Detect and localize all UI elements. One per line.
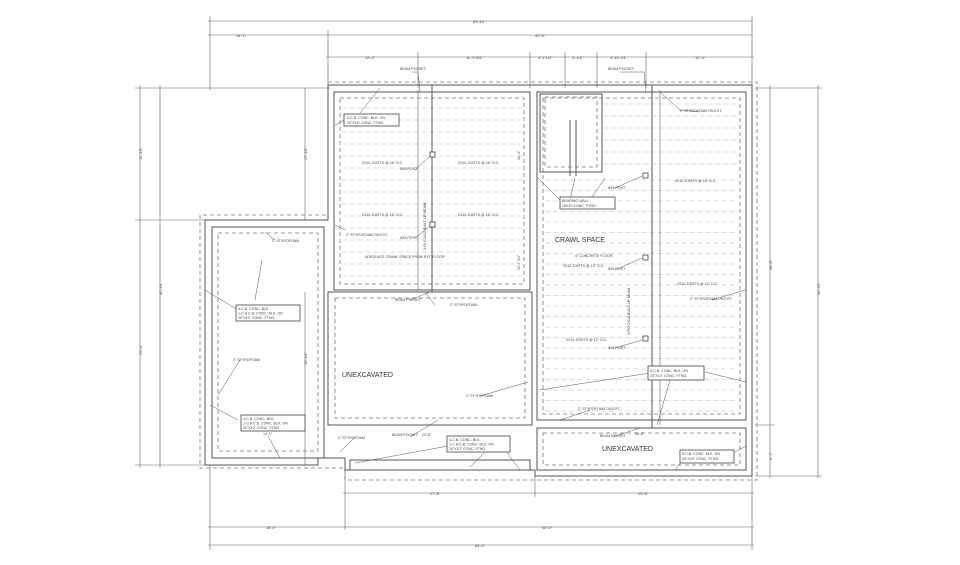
unexcavated-label-right: UNEXCAVATED: [602, 446, 653, 453]
styrofoam-label: 2" STYROFOAM: [338, 436, 365, 440]
note-bearing-line1: BEARING WALL: [562, 199, 589, 203]
dim-bottom-overall: 64'-0": [475, 543, 486, 548]
styrofoam-label: 2" STYROFOAM ON EXT.: [690, 297, 732, 301]
beams: 3-PLY 2X12 BUILT-UP BEAM 3-PLY 2X12 BUIL…: [417, 85, 661, 428]
beam-pocket-label: BEAM POCKET: [400, 67, 427, 71]
crawl-space-label: CRAWL SPACE: [555, 237, 605, 244]
beam-label-left: 3-PLY 2X12 BUILT-UP BEAM: [423, 203, 427, 250]
note-4cb-a-line1: 4-C.B. CONC. BLK.: [238, 307, 270, 311]
concrete-floor-label: 4" CONCRETE FLOOR: [575, 254, 613, 258]
dim-bottom-c: 18'-0": [266, 525, 277, 530]
dim-left-wing: 14'-1": [236, 33, 247, 38]
post-label: 8X8 POST: [400, 236, 418, 240]
note-5cb-b-line2: 20"X10" CONC. FTNG.: [682, 457, 719, 461]
beam-pocket-label: BEAM POCKET: [392, 433, 419, 437]
dim-inner-a: 12'-4": [517, 150, 521, 160]
post-label: 8X8 POST: [608, 346, 626, 350]
styrofoam-label: 2" STYROFOAM: [272, 239, 299, 243]
post-marker: [642, 172, 649, 179]
note-2cb-line2: 10"X18" CONC. FTNG.: [347, 121, 384, 125]
dim-left-inner-a: 17'-10": [303, 147, 308, 160]
styrofoam-label: 2" STYROFOAM: [233, 358, 260, 362]
joist-label: 2X10 JOISTS @ 12" O.C.: [677, 282, 718, 286]
post-label: 8X8 POST: [608, 267, 626, 271]
dim-right-overall: 40'-10": [816, 282, 821, 295]
footing-notes: 2-C.B. CONC. BLK. ON 10"X18" CONC. FTNG.…: [235, 113, 735, 464]
post-marker: [429, 221, 436, 228]
post-label: 8X8 POST: [608, 186, 626, 190]
joist-label: 2X10 JOISTS @ 16" O.C.: [362, 161, 403, 165]
dim-right-lower: 6'-7": [768, 451, 773, 460]
note-5cb-a-line2: 20"X10" CONC. FTNG.: [650, 374, 687, 378]
note-2cb-line1: 2-C.B. CONC. BLK. ON: [347, 116, 385, 120]
styrofoam-label: 2" STYROFOAM ON EXT.: [346, 233, 388, 237]
dim-left-overall: 40'-10": [158, 282, 163, 295]
beam-pocket-label: BEAM POCKET: [600, 434, 627, 438]
note-4cb-c-line3: 20"X10" CONC. FTNG.: [449, 447, 486, 451]
bottom-dimensions: 27'-8" 25'-8" 18'-0" 46'-0" 64'-0": [208, 465, 754, 550]
styrofoam-label: 2" STYROFOAM: [466, 394, 493, 398]
plan-labels: BEAM POCKET BEAM POCKET 2X10 JOISTS @ 16…: [233, 67, 732, 453]
beam-pocket-label: BEAM POCKET: [608, 67, 635, 71]
note-4cb-b-line3: 20"X10" CONC. FTNG.: [243, 426, 280, 430]
dim-right-upper: 28'-8": [768, 259, 773, 270]
joist-label: 2X10 JOISTS @ 12" O.C.: [563, 264, 604, 268]
crawl-space-note: ADEQUATE CRAWL SPACE FROM EXT. FLOOR: [365, 255, 445, 259]
note-4cb-a-line2: 1-C 8-C.B. CONC. BLK. ON: [238, 312, 283, 316]
dim-bottom-b: 25'-8": [638, 491, 649, 496]
joist-label: 2X10 JOISTS @ 16" O.C.: [458, 161, 499, 165]
dim-seg-6: 12'-4": [695, 55, 706, 60]
styrofoam-label: 2" STYROFOAM ON EXT.: [578, 407, 620, 411]
dim-bottom-a: 27'-8": [430, 491, 441, 496]
post-marker: [642, 335, 649, 342]
note-4cb-c-line1: 4-C.B. CONC. BLK.: [449, 438, 481, 442]
dim-bottom-d: 46'-0": [542, 525, 553, 530]
left-dimensions: 15'-10" 25'-0" 40'-10" 17'-10" 15'-10": [135, 85, 330, 468]
dim-inner-b: 12'-7 3/4": [517, 254, 521, 270]
joist-label: 2X10 JOISTS @ 16" O.C.: [362, 213, 403, 217]
dim-overall-top: 63'-10": [473, 19, 486, 24]
joist-label: 2X10 JOISTS @ 16" O.C.: [458, 213, 499, 217]
note-4cb-b-line2: 1-C 8-C.B. CONC. BLK. ON: [243, 422, 288, 426]
dim-left-lower: 25'-0": [138, 344, 143, 355]
leader-lines: [204, 71, 747, 471]
beam-pocket-label: BEAM POCKET: [395, 298, 422, 302]
note-5cb-b-line1: 5-C.B. CONC. BLK. ON: [682, 452, 720, 456]
dim-beam-a: 23'-8": [422, 433, 432, 437]
styrofoam-label: 2" STYROFOAM: [450, 303, 477, 307]
post-marker: [429, 151, 436, 158]
post-label: 8X8 POST: [400, 167, 418, 171]
dim-seg-2: 11'-9 3/4": [466, 55, 483, 60]
note-4cb-a-line3: 20"X10" CONC. FTNG.: [238, 316, 275, 320]
footing-outline: [199, 81, 758, 481]
dim-beam-b: 26'-8": [635, 432, 645, 436]
dim-seg-5: 4'-10 1/4": [610, 55, 627, 60]
dim-wing-depth: 14'-0": [263, 432, 273, 436]
dim-left-upper: 15'-10": [138, 147, 143, 160]
note-4cb-c-line2: 1-C 8-C.B. CONC. BLK. ON: [449, 443, 494, 447]
unexcavated-label-left: UNEXCAVATED: [342, 372, 393, 379]
beam-label-right: 3-PLY 2X12 BUILT-UP BEAM: [627, 288, 631, 335]
joist-label: 2X10 JOISTS @ 16" O.C.: [675, 179, 716, 183]
dim-left-inner-b: 15'-10": [303, 352, 308, 365]
right-dimensions: 28'-8" 6'-7" 40'-10": [755, 85, 822, 478]
note-5cb-a-line1: 5-C.B. CONC. BLK. ON: [650, 369, 688, 373]
note-4cb-b-line1: 4-C.B. CONC. BLK.: [243, 417, 275, 421]
dim-main-width: 49'-8": [535, 33, 546, 38]
styrofoam-label: 2" STYROFOAM ON EXT.: [680, 109, 722, 113]
note-bearing-line2: 16X10 CONC. FTNG.: [562, 204, 597, 208]
dim-seg-4: 4'-1/2": [572, 55, 584, 60]
foundation-walls: [204, 84, 753, 477]
top-dimensions: 63'-10" 14'-1" 49'-8" 12'-4" 11'-9 3/4" …: [208, 16, 754, 90]
dim-seg-1: 12'-4": [365, 55, 376, 60]
dim-seg-3: 4'-2 1/2": [538, 55, 553, 60]
post-marker: [642, 254, 649, 261]
joist-label: 2X10 JOISTS @ 12" O.C.: [566, 338, 607, 342]
